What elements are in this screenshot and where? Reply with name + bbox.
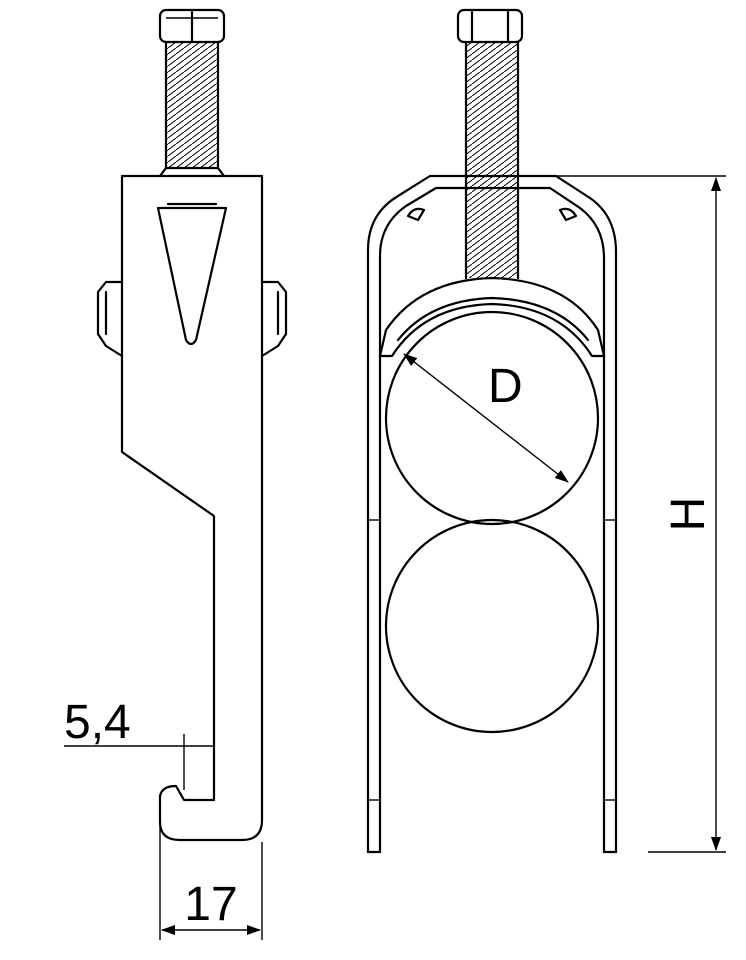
width-label: 17 — [184, 878, 237, 931]
front-threaded-rod — [464, 40, 520, 280]
side-body-outline — [120, 174, 264, 842]
front-strap-inner — [378, 186, 606, 854]
diameter-label: D — [488, 360, 523, 413]
side-bolt-head — [158, 8, 226, 44]
side-tab-right — [260, 280, 288, 358]
cable-circle-bottom — [384, 518, 600, 734]
side-tab-left — [96, 280, 124, 358]
diameter-dimension-line — [403, 353, 569, 483]
cable-circle-top — [384, 310, 600, 526]
side-wedge — [156, 206, 228, 346]
side-threaded-rod — [158, 40, 226, 178]
side-view — [96, 8, 288, 842]
width-dimension: 17 — [159, 822, 263, 940]
slot-label: 5,4 — [64, 696, 131, 749]
slot-dimension: 5,4 — [64, 696, 214, 790]
front-bolt-head — [456, 8, 524, 44]
height-dimension: H — [478, 175, 726, 853]
front-view: D — [366, 8, 618, 854]
front-pressure-saddle — [378, 276, 606, 358]
height-label: H — [662, 497, 715, 532]
